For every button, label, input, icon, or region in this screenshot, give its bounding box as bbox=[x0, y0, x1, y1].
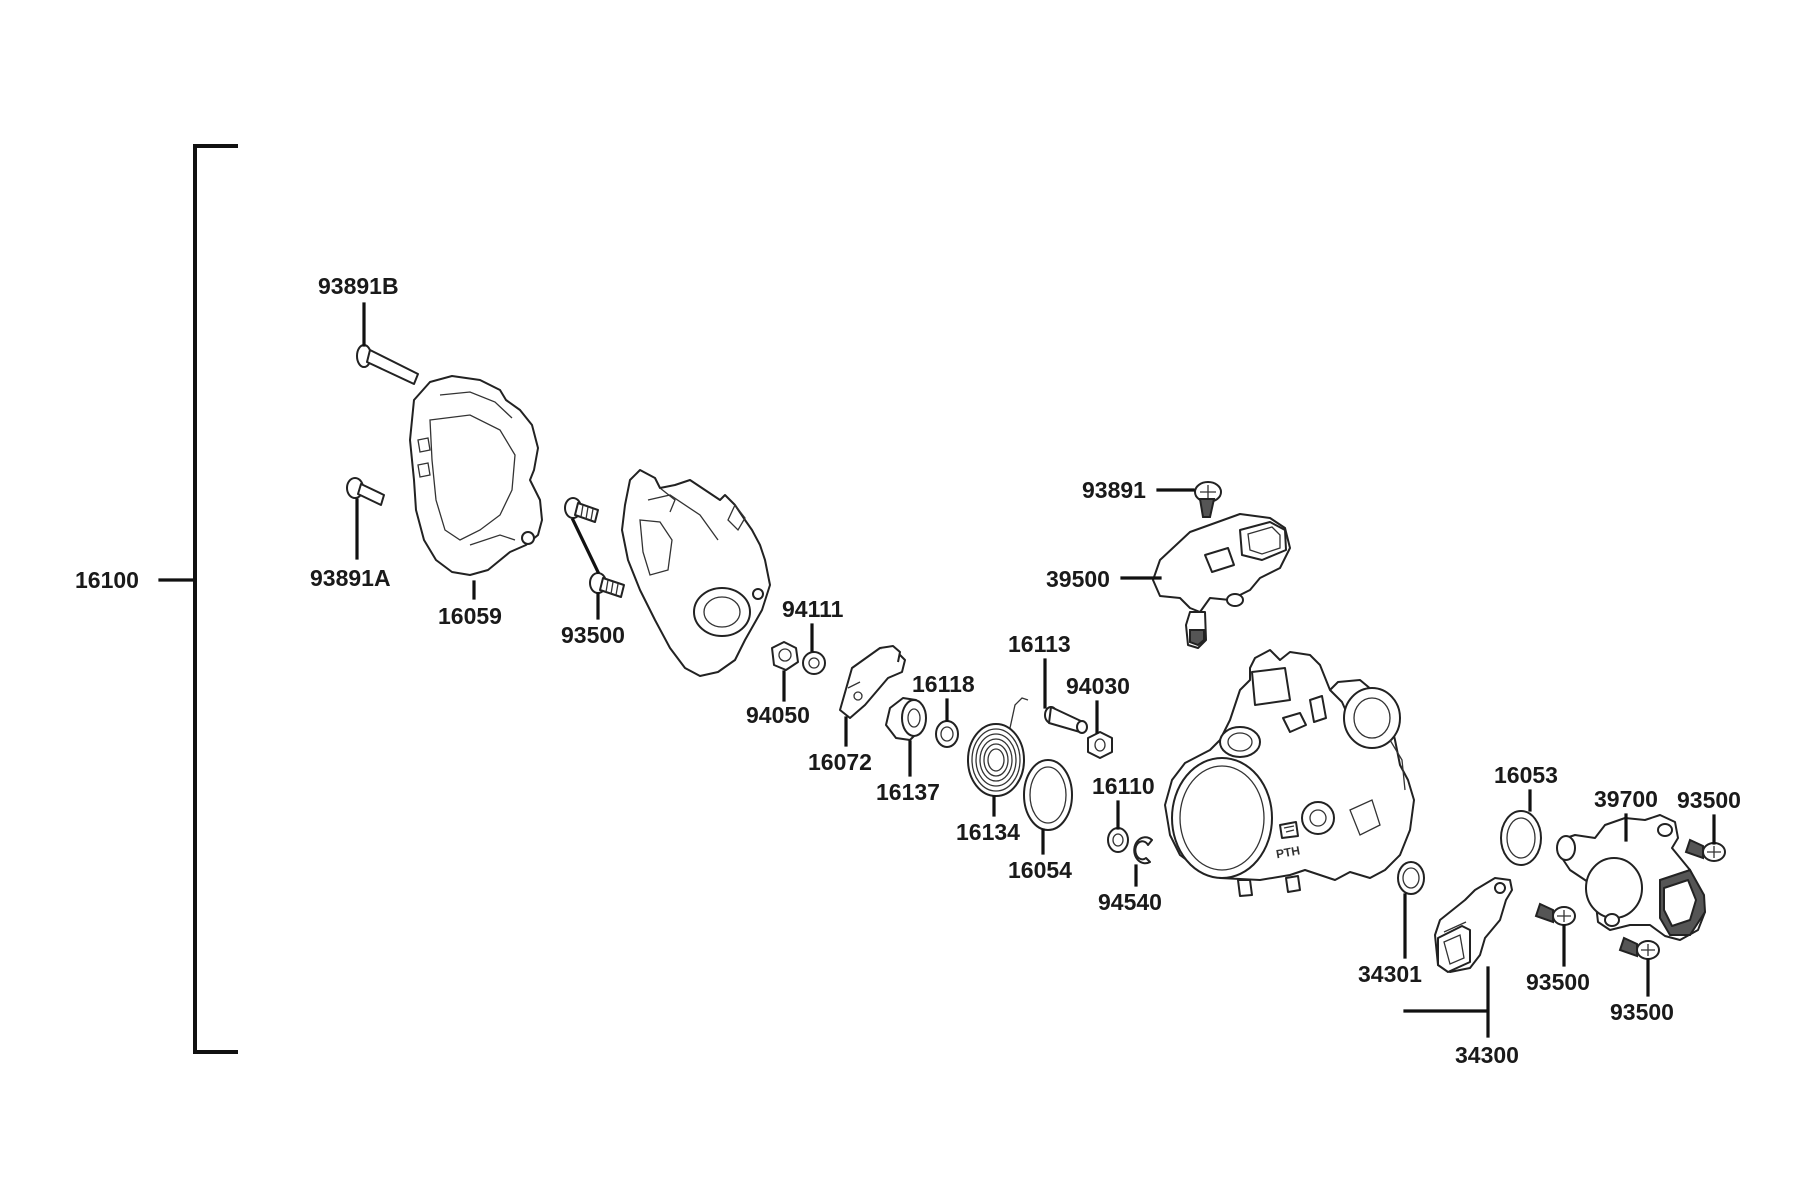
callout-16118[interactable]: 16118 bbox=[912, 671, 975, 697]
circlip-94540[interactable] bbox=[1133, 836, 1153, 865]
leader-34300 bbox=[1403, 966, 1490, 1038]
callout-93500-d[interactable]: 93500 bbox=[1610, 999, 1674, 1025]
callout-93891A[interactable]: 93891A bbox=[310, 565, 391, 591]
callout-16137[interactable]: 16137 bbox=[876, 779, 940, 805]
callout-93500-b[interactable]: 93500 bbox=[1677, 787, 1741, 813]
bolt-93500-lower[interactable] bbox=[589, 572, 625, 598]
callout-94111[interactable]: 94111 bbox=[782, 596, 844, 622]
callout-16054[interactable]: 16054 bbox=[1008, 857, 1072, 883]
throttle-body[interactable]: PTH bbox=[1164, 649, 1415, 897]
callout-94540[interactable]: 94540 bbox=[1098, 889, 1162, 915]
assembly-bracket-16100: 16100 bbox=[75, 144, 238, 1054]
callout-16110[interactable]: 16110 bbox=[1092, 773, 1155, 799]
washer-94111[interactable] bbox=[802, 651, 826, 675]
callout-34301[interactable]: 34301 bbox=[1358, 961, 1422, 987]
gasket-16054[interactable] bbox=[1023, 759, 1073, 831]
leader-93500-a-link bbox=[570, 517, 601, 575]
callout-94050[interactable]: 94050 bbox=[746, 702, 810, 728]
callout-16113[interactable]: 16113 bbox=[1008, 631, 1071, 657]
screw-93891[interactable] bbox=[1194, 481, 1222, 518]
sensor-34300[interactable] bbox=[1434, 877, 1513, 973]
throttle-body-emboss: PTH bbox=[1275, 843, 1301, 861]
callout-34300[interactable]: 34300 bbox=[1455, 1042, 1519, 1068]
callout-16053[interactable]: 16053 bbox=[1494, 762, 1558, 788]
seal-16118[interactable] bbox=[935, 720, 959, 748]
callout-39700[interactable]: 39700 bbox=[1594, 786, 1658, 812]
actuator-39700[interactable] bbox=[1556, 814, 1707, 941]
spring-16134[interactable] bbox=[967, 697, 1029, 797]
lever-16072[interactable] bbox=[839, 645, 906, 719]
nut-94050[interactable] bbox=[771, 641, 799, 671]
nut-94030[interactable] bbox=[1087, 731, 1113, 759]
screw-93500-top-right[interactable] bbox=[1684, 838, 1726, 862]
callout-93500-a[interactable]: 93500 bbox=[561, 622, 625, 648]
screw-93500-middle[interactable] bbox=[1534, 902, 1576, 926]
bolt-93891B[interactable] bbox=[356, 344, 419, 385]
bolt-93500-upper[interactable] bbox=[564, 497, 599, 523]
callout-16100[interactable]: 16100 bbox=[75, 567, 139, 593]
bolt-93891A[interactable] bbox=[346, 477, 385, 506]
washer-16110[interactable] bbox=[1107, 827, 1129, 853]
callout-93500-c[interactable]: 93500 bbox=[1526, 969, 1590, 995]
callout-94030[interactable]: 94030 bbox=[1066, 673, 1130, 699]
callout-93891[interactable]: 93891 bbox=[1082, 477, 1146, 503]
pin-16113[interactable] bbox=[1044, 706, 1088, 734]
callout-16059[interactable]: 16059 bbox=[438, 603, 502, 629]
sensor-39500[interactable] bbox=[1152, 513, 1291, 649]
callout-93891B[interactable]: 93891B bbox=[318, 273, 399, 299]
cover-16059[interactable] bbox=[409, 375, 543, 576]
o-ring-34301[interactable] bbox=[1397, 861, 1425, 895]
screw-93500-lower-right[interactable] bbox=[1618, 936, 1660, 960]
gasket-16053[interactable] bbox=[1500, 810, 1542, 866]
bushing-16137[interactable] bbox=[885, 697, 927, 741]
housing[interactable] bbox=[621, 469, 771, 677]
callout-39500[interactable]: 39500 bbox=[1046, 566, 1110, 592]
callout-16072[interactable]: 16072 bbox=[808, 749, 872, 775]
callout-16134[interactable]: 16134 bbox=[956, 819, 1020, 845]
